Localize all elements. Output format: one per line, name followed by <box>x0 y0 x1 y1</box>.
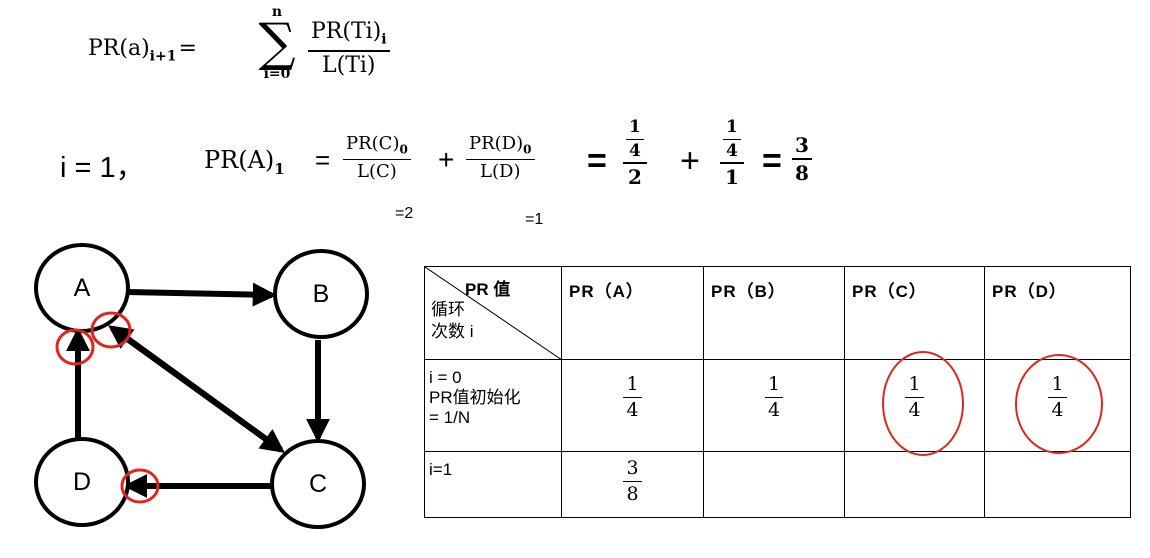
outer-denominator-2: 1 <box>724 165 739 190</box>
result-fraction: 3 8 <box>792 134 812 184</box>
diagonal-line <box>425 267 561 359</box>
example-formula: i = 1， PR(A)1 = PR(C)0 L(C) + PR(D)0 L(D… <box>60 118 820 228</box>
inner-denominator-1: 4 <box>629 140 641 161</box>
outer-denominator-1: 2 <box>627 165 642 190</box>
highlight-circle-pr-d <box>1015 354 1103 454</box>
equals-sign-1: = <box>315 145 331 175</box>
plus-sign-1: + <box>438 144 455 175</box>
fraction-denominator: L(Ti) <box>322 52 376 78</box>
inner-denominator-2: 4 <box>726 140 738 161</box>
table-header-row: PR 值 循环 次数 i PR（A） PR（B） PR（C） PR（D） <box>424 266 1131 360</box>
node-c-label: C <box>309 470 327 498</box>
sum-upper-limit: n <box>271 4 283 20</box>
numerator-subscript: i <box>381 31 387 48</box>
corner-bottom-line-1: 循环 <box>431 300 465 319</box>
highlight-circle-pr-c <box>882 351 964 456</box>
node-d-label: D <box>73 468 91 496</box>
result-denominator: 8 <box>795 161 809 185</box>
node-a-label: A <box>74 274 91 302</box>
fraction-d: PR(D)0 L(D) <box>466 134 535 182</box>
cell-denominator: 4 <box>626 398 639 421</box>
inner-numerator-1: 1 <box>626 118 644 140</box>
row-label-line: i = 0 <box>429 368 462 387</box>
sum-lower-limit: i=0 <box>263 66 291 82</box>
corner-bottom-line-2: 次数 i <box>431 321 474 343</box>
lhs-text: PR(a) <box>88 36 150 61</box>
column-header-pr-c: PR（C） <box>844 266 985 360</box>
fraction-c-denominator: L(C) <box>357 160 397 182</box>
link-graph: A B C D <box>34 243 369 529</box>
example-lhs: PR(A)1 <box>204 146 285 178</box>
node-b: B <box>273 249 369 339</box>
corner-top-label: PR 值 <box>465 275 510 300</box>
note-ld: =1 <box>525 211 544 228</box>
node-a: A <box>34 243 130 333</box>
corner-cell: PR 值 循环 次数 i <box>424 266 562 360</box>
sigma-symbol: ∑ <box>258 13 296 73</box>
row-label-line: PR值初始化 <box>429 388 521 407</box>
fraction-c-numerator: PR(C) <box>346 133 400 154</box>
compound-fraction-2: 1 4 1 <box>720 118 744 188</box>
example-lhs-text: PR(A) <box>204 146 275 174</box>
table-cell <box>984 451 1131 518</box>
highlight-circle-c-a <box>90 311 132 349</box>
fraction-numerator: PR(Ti) <box>311 19 382 44</box>
pagerank-table: PR 值 循环 次数 i PR（A） PR（B） PR（C） PR（D） i =… <box>424 266 1131 518</box>
row-label-line: = 1/N <box>429 408 471 427</box>
node-d: D <box>34 437 130 527</box>
edge-a-b <box>125 282 277 307</box>
highlight-circle-c-d <box>120 468 160 504</box>
lhs-subscript: i+1 <box>149 48 177 65</box>
equals-sign: = <box>178 36 197 61</box>
table-cell <box>703 451 845 518</box>
corner-top-text: PR 值 <box>465 280 511 299</box>
fraction-d-subscript: 0 <box>523 142 532 157</box>
general-fraction: PR(Ti)i L(Ti) <box>308 19 390 78</box>
row-label-i0: i = 0 PR值初始化 = 1/N <box>424 359 562 452</box>
edge-c-a <box>108 325 283 453</box>
cell-denominator: 8 <box>626 482 639 505</box>
node-b-label: B <box>313 280 330 308</box>
fraction-c-subscript: 0 <box>399 142 408 157</box>
fraction-d-numerator: PR(D) <box>469 133 524 154</box>
highlight-circle-d-a <box>55 328 95 366</box>
plus-sign-2: + <box>680 142 700 180</box>
cell-denominator: 4 <box>767 398 781 421</box>
summation: n ∑ i=0 <box>252 4 302 82</box>
cell-numerator: 1 <box>623 374 642 398</box>
equals-sign-2: = <box>587 142 607 180</box>
cell-numerator: 1 <box>764 374 784 398</box>
equals-sign-3: = <box>762 142 782 180</box>
column-header-pr-a: PR（A） <box>561 266 704 360</box>
fraction-d-denominator: L(D) <box>480 160 521 182</box>
corner-bottom-label: 循环 次数 i <box>431 299 474 343</box>
general-lhs: PR(a)i+1= <box>88 36 197 64</box>
row-label-i1: i=1 <box>424 451 562 518</box>
general-formula: PR(a)i+1= n ∑ i=0 PR(Ti)i L(Ti) <box>88 4 488 105</box>
cell-numerator: 3 <box>623 458 642 482</box>
compound-fraction-1: 1 4 2 <box>623 118 647 188</box>
inner-numerator-2: 1 <box>723 118 741 140</box>
fraction-c: PR(C)0 L(C) <box>343 134 411 182</box>
table-cell <box>844 451 985 518</box>
example-lhs-subscript: 1 <box>274 159 285 178</box>
column-header-pr-d: PR（D） <box>984 266 1131 360</box>
corner-bottom-line-2-text: 次数 i <box>431 322 474 341</box>
column-header-pr-b: PR（B） <box>703 266 845 360</box>
node-c: C <box>270 439 366 529</box>
result-numerator: 3 <box>792 134 812 160</box>
row-label-line: i=1 <box>429 460 453 479</box>
note-lc: =2 <box>395 205 414 222</box>
iteration-prefix: i = 1， <box>60 152 145 184</box>
